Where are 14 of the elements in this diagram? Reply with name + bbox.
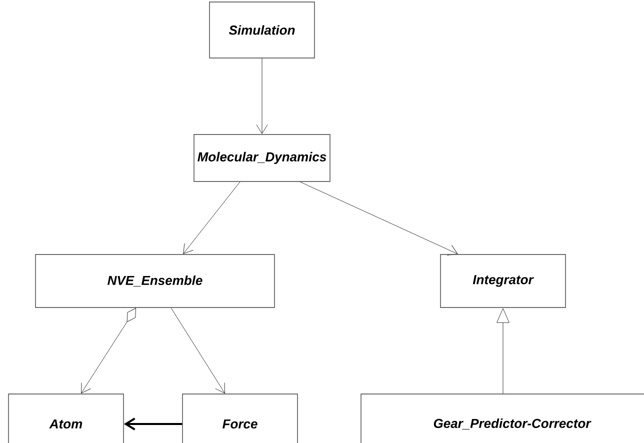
class-box: Gear_Predictor-Corrector bbox=[360, 394, 644, 443]
arrow bbox=[300, 182, 458, 256]
class-box: Simulation bbox=[209, 2, 315, 58]
arrow bbox=[256, 58, 268, 134]
arrow bbox=[81, 308, 136, 394]
arrow bbox=[183, 182, 240, 254]
arrow bbox=[124, 418, 182, 430]
arrow bbox=[170, 308, 225, 394]
class-box: Molecular_Dynamics bbox=[194, 134, 330, 182]
class-box: NVE_Ensemble bbox=[35, 254, 275, 308]
arrow bbox=[496, 308, 510, 394]
class-box: Force bbox=[182, 394, 298, 443]
class-box: Atom bbox=[8, 394, 124, 443]
class-box: Integrator bbox=[440, 254, 566, 308]
